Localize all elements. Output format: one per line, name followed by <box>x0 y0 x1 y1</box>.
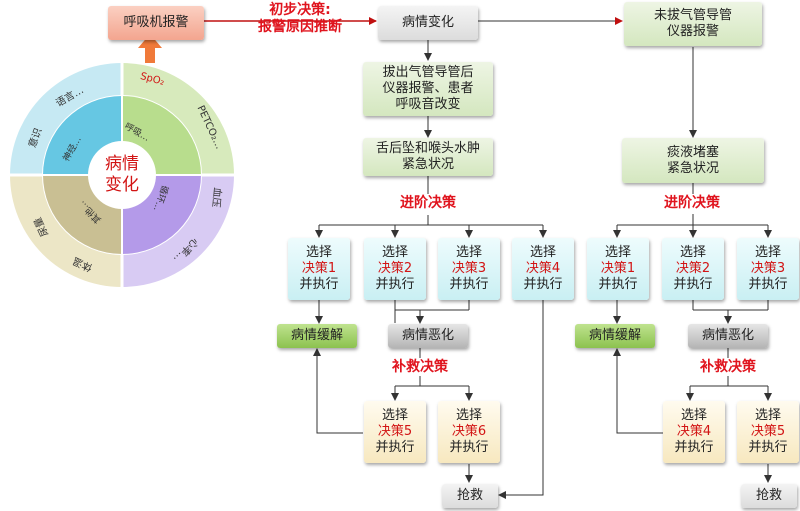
remedial-decision-label-left: 补救决策 <box>392 359 448 375</box>
no-extubation-alarm-box: 未拔气管导管 仪器报警 <box>624 2 762 46</box>
glossoptosis-emergency-box: 舌后坠和喉头水肿 紧急状况 <box>363 138 493 176</box>
condition-change-box: 病情变化 <box>378 6 478 40</box>
worse-box-right: 病情恶化 <box>688 324 768 348</box>
extubation-alarm-box: 拔出气管导管后 仪器报警、患者 呼吸音改变 <box>363 62 493 116</box>
rescue-box-left: 抢救 <box>442 484 498 508</box>
wheel-outer-bp: 血压 <box>209 186 223 208</box>
wheel-diagram <box>10 63 234 287</box>
ventilator-alarm-box: 呼吸机报警 <box>108 6 204 40</box>
advanced-decision-label-right: 进阶决策 <box>664 195 720 211</box>
preliminary-decision-label: 初步决策: 报警原因推断 <box>258 2 342 35</box>
relief-box-right: 病情缓解 <box>575 324 655 348</box>
sputum-emergency-box: 痰液堵塞 紧急状况 <box>622 138 764 183</box>
worse-box-left: 病情恶化 <box>388 324 468 348</box>
remedial-decision-label-right: 补救决策 <box>700 359 756 375</box>
advanced-decision-label-left: 进阶决策 <box>400 195 456 211</box>
wheel-center-label: 病情 变化 <box>105 154 139 195</box>
relief-box-left: 病情缓解 <box>277 324 357 348</box>
up-arrow-icon <box>138 34 162 63</box>
rescue-box-right: 抢救 <box>741 484 797 508</box>
